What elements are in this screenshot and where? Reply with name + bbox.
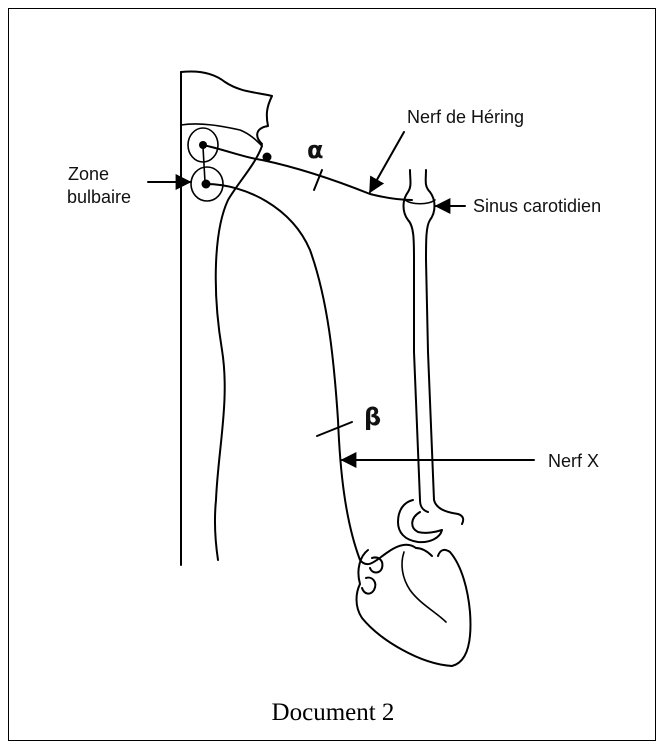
carotid-artery (398, 170, 463, 542)
bulbar-centers (188, 128, 223, 201)
vagus-nerve-path (206, 184, 416, 564)
beta-tick (317, 422, 352, 436)
nerf-hering-label: Nerf de Héring (407, 107, 524, 127)
sinus-carotidien-label: Sinus carotidien (473, 196, 601, 216)
zone-bulbaire-label-line2: bulbaire (67, 187, 131, 207)
alpha-tick (314, 170, 322, 190)
beta-label: β (364, 403, 381, 431)
spinal-cord-line (215, 146, 262, 560)
arrow-nerf-hering (370, 132, 404, 192)
document-caption: Document 2 (272, 699, 395, 726)
alpha-label: α (307, 136, 324, 164)
brainstem-outline (181, 71, 272, 565)
zone-bulbaire-label-line1: Zone (68, 164, 109, 184)
nerf-x-label: Nerf X (548, 451, 599, 471)
heart (357, 548, 471, 666)
